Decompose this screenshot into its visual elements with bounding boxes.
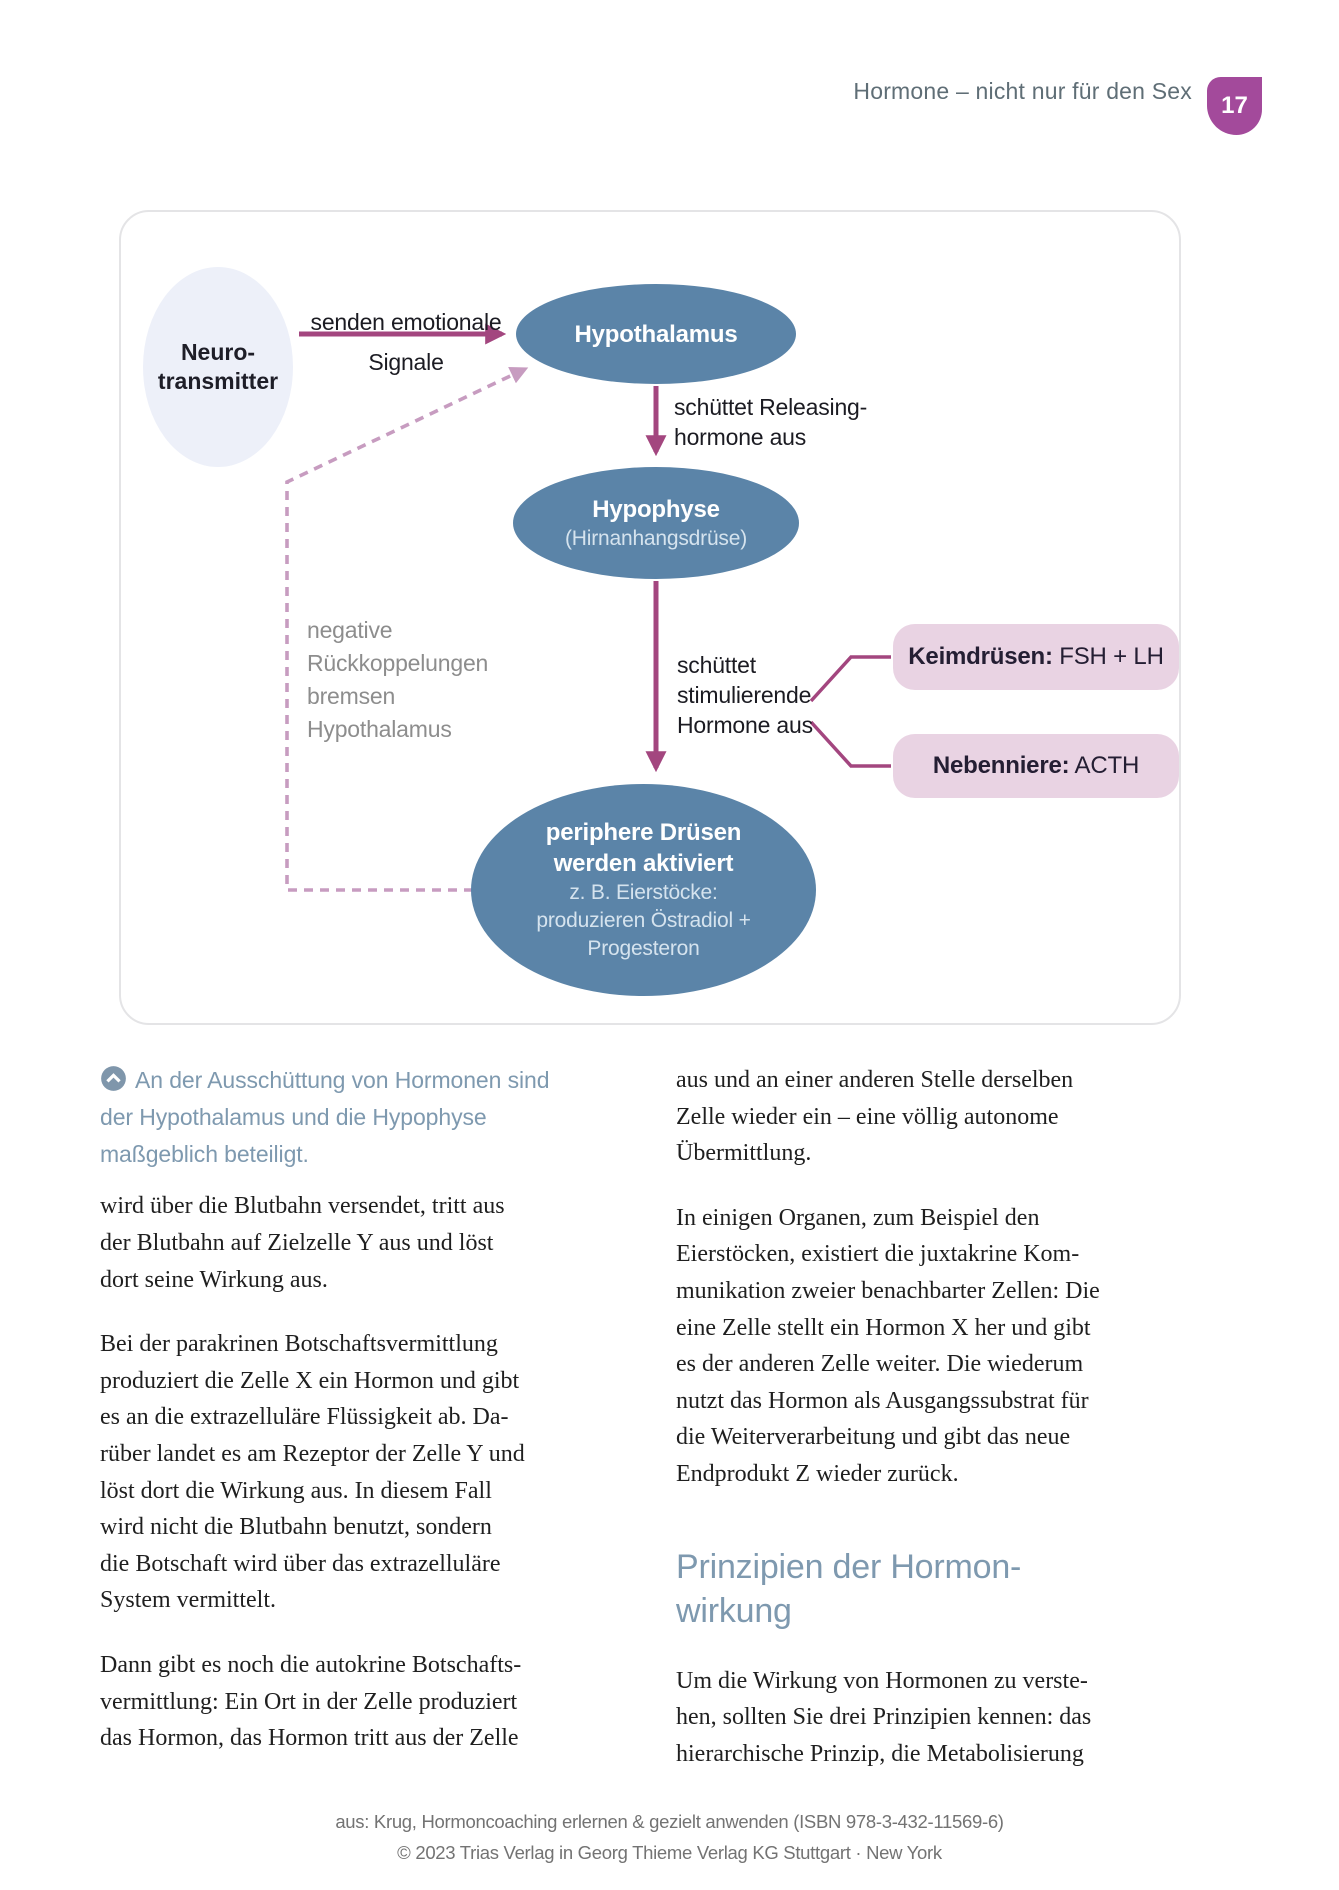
node-neurotransmitter: Neuro- transmitter — [143, 267, 293, 467]
running-head: Hormone – nicht nur für den Sex — [853, 78, 1192, 104]
pill-adrenal-bold: Nebenniere: — [932, 752, 1070, 779]
label-feedback-line3: bremsen — [307, 683, 396, 709]
diagram-arrows — [285, 323, 891, 892]
label-emotional-signals-top: senden emotionale — [310, 309, 502, 335]
page-number-badge: 17 — [1207, 77, 1262, 135]
pill-adrenal-rest: ACTH — [1069, 752, 1140, 779]
node-hypophyse: Hypophyse (Hirnanhangsdrüse) — [513, 467, 799, 579]
node-hypophyse-subtitle: (Hirnanhangsdrüse) — [565, 526, 747, 550]
label-feedback-line2: Rückkoppelungen — [307, 650, 489, 676]
pill-gonads-rest: FSH + LH — [1052, 643, 1164, 670]
connector-gonads — [809, 655, 891, 703]
section-heading-hormone-principles: Prinzipien der Hormon- wirkung — [676, 1547, 1022, 1630]
left-column: An der Ausschüttung von Hormonen sind de… — [100, 1062, 648, 1785]
hormone-cascade-diagram: Neuro- transmitter senden emotionale Sig… — [119, 210, 1181, 1025]
node-peripheral-sub2: produzieren Östradiol + — [536, 909, 751, 932]
node-peripheral-glands: periphere Drüsen werden aktiviert z. B. … — [471, 784, 816, 996]
label-releasing-line1: schüttet Releasing- — [674, 394, 868, 420]
label-stimulating-line2: stimulierende — [677, 682, 812, 708]
dashed-feedback-arrow — [285, 367, 529, 892]
paragraph-autocrine: Dann gibt es noch die autokrine Botschaf… — [100, 1651, 522, 1752]
footer-publisher-line: © 2023 Trias Verlag in Georg Thieme Verl… — [397, 1842, 942, 1863]
paragraph-autocrine-continued: aus und an einer anderen Stelle derselbe… — [676, 1067, 1074, 1167]
node-neurotransmitter-line1: Neuro- — [180, 339, 256, 365]
pill-gonads: Keimdrüsen: FSH + LH — [893, 624, 1179, 690]
label-stimulating-hormones: schüttet stimulierende Hormone aus — [677, 650, 813, 740]
label-stimulating-line3: Hormone aus — [677, 712, 813, 738]
label-releasing-line2: hormone aus — [674, 424, 807, 450]
node-peripheral-line2: werden aktiviert — [553, 850, 734, 877]
label-negative-feedback: negative Rückkoppelungen bremsen Hypotha… — [307, 614, 488, 746]
right-column: aus und an einer anderen Stelle derselbe… — [676, 1062, 1242, 1800]
node-peripheral-line1: periphere Drüsen — [545, 819, 742, 846]
paragraph-principles-intro: Um die Wirkung von Hormonen zu verste- h… — [676, 1667, 1092, 1767]
label-emotional-signals-bottom: Signale — [368, 349, 444, 375]
copyright-footer: aus: Krug, Hormoncoaching erlernen & gez… — [0, 1806, 1339, 1868]
node-peripheral-sub3: Progesteron — [587, 937, 700, 960]
figure-caption-text: An der Ausschüttung von Hormonen sind de… — [100, 1067, 550, 1167]
figure-caption: An der Ausschüttung von Hormonen sind de… — [100, 1062, 648, 1172]
connector-adrenal — [809, 720, 891, 768]
label-releasing-hormones: schüttet Releasing- hormone aus — [674, 392, 867, 452]
label-feedback-line1: negative — [307, 617, 393, 643]
page-number: 17 — [1221, 92, 1248, 119]
pill-adrenal: Nebenniere: ACTH — [893, 734, 1179, 798]
node-neurotransmitter-line2: transmitter — [157, 368, 279, 394]
chevron-up-circle-icon — [101, 1066, 126, 1091]
paragraph-juxtacrine: In einigen Organen, zum Beispiel den Eie… — [676, 1204, 1100, 1487]
footer-source-line: aus: Krug, Hormoncoaching erlernen & gez… — [335, 1811, 1004, 1832]
node-hypophyse-title: Hypophyse — [592, 495, 720, 523]
node-hypothalamus-label: Hypothalamus — [574, 320, 738, 348]
paragraph-endocrine: wird über die Blutbahn versendet, tritt … — [100, 1193, 505, 1293]
label-stimulating-line1: schüttet — [677, 652, 756, 678]
label-feedback-line4: Hypothalamus — [307, 716, 452, 742]
pill-gonads-bold: Keimdrüsen: — [908, 643, 1053, 670]
paragraph-paracrine: Bei der parakrinen Botschaftsvermittlung… — [100, 1331, 525, 1614]
node-peripheral-sub1: z. B. Eierstöcke: — [569, 881, 718, 904]
node-hypothalamus: Hypothalamus — [516, 284, 796, 384]
